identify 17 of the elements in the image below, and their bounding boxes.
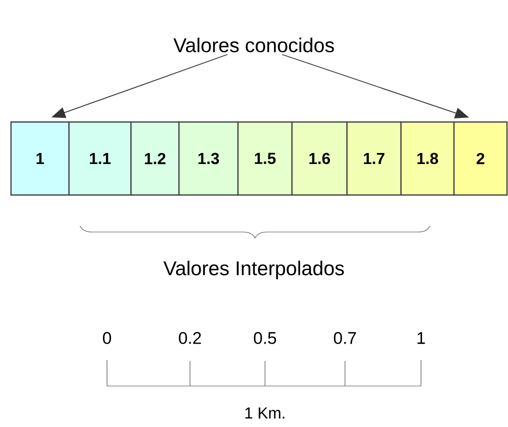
value-cell: 1.6 xyxy=(291,121,348,196)
value-cell: 1.2 xyxy=(130,121,180,196)
tick-label: 0.5 xyxy=(254,332,276,344)
tick-label: 0.2 xyxy=(178,332,201,344)
value-cell: 1 xyxy=(10,121,70,196)
value-cell: 1.1 xyxy=(68,121,132,196)
caption: Valores Interpolados xyxy=(163,260,344,280)
tick-label: 1 xyxy=(418,332,425,344)
scale-label: 1 Km. xyxy=(245,408,284,418)
value-cell: 1.5 xyxy=(237,121,293,196)
value-cell: 1.7 xyxy=(346,121,402,196)
value-cell: 1.8 xyxy=(400,121,455,196)
value-cell: 1.3 xyxy=(178,121,239,196)
tick-label: 0.7 xyxy=(334,332,356,344)
tick-label: 0 xyxy=(102,332,112,344)
value-cell: 2 xyxy=(453,121,508,196)
heading: Valores conocidos xyxy=(173,38,334,52)
